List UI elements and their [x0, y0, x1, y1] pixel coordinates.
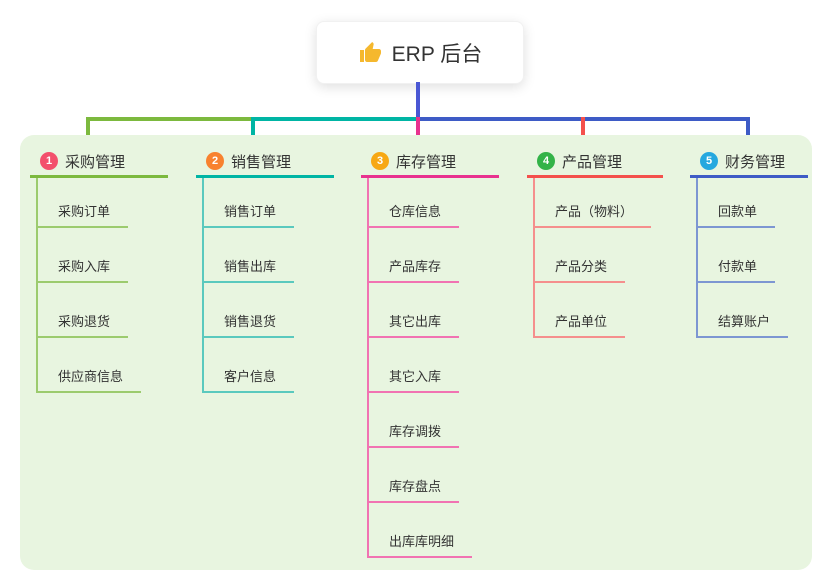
root-title: ERP 后台: [391, 42, 483, 66]
edge-drop-branch-5: [746, 117, 750, 148]
edge-branch-2: [251, 117, 419, 121]
child-label[interactable]: 销售订单: [202, 201, 295, 228]
edge-drop-branch-3: [416, 117, 420, 148]
branch-purchase: 1 采购管理 采购订单 采购入库 采购退货 供应商信息: [30, 147, 168, 393]
edge-branch-1: [86, 117, 253, 121]
root-node[interactable]: ERP 后台: [316, 21, 524, 84]
branch-inventory: 3 库存管理 仓库信息 产品库存 其它出库 其它入库 库存调拨 库存盘点 出库库…: [361, 147, 499, 558]
branch-sales: 2 销售管理 销售订单 销售出库 销售退货 客户信息: [196, 147, 334, 393]
branches-panel: [20, 135, 812, 570]
branch-finance: 5 财务管理 回款单 付款单 结算账户: [690, 147, 808, 338]
child-label[interactable]: 其它出库: [367, 311, 460, 338]
child-node: 产品分类: [527, 228, 663, 283]
child-node: 库存盘点: [361, 448, 499, 503]
child-node: 采购入库: [30, 228, 168, 283]
branch-node-product[interactable]: 4 产品管理: [527, 147, 663, 178]
branch-children: 产品（物料） 产品分类 产品单位: [527, 178, 663, 338]
branch-title: 产品管理: [562, 153, 623, 171]
child-node: 出库库明细: [361, 503, 499, 558]
child-node: 产品单位: [527, 283, 663, 338]
child-label[interactable]: 销售退货: [202, 311, 295, 338]
child-node: 其它出库: [361, 283, 499, 338]
child-label[interactable]: 采购订单: [36, 201, 129, 228]
child-label[interactable]: 回款单: [696, 201, 776, 228]
branch-number-badge: 3: [371, 152, 389, 170]
thumbs-up-icon: [358, 41, 382, 65]
branch-number-badge: 1: [40, 152, 58, 170]
child-label[interactable]: 仓库信息: [367, 201, 460, 228]
child-node: 供应商信息: [30, 338, 168, 393]
branch-node-finance[interactable]: 5 财务管理: [690, 147, 808, 178]
root-connector: [416, 82, 420, 118]
edge-drop-branch-4: [581, 117, 585, 148]
child-node: 销售出库: [196, 228, 334, 283]
branch-number-badge: 4: [537, 152, 555, 170]
child-label[interactable]: 结算账户: [696, 311, 789, 338]
child-node: 产品库存: [361, 228, 499, 283]
child-label[interactable]: 库存调拨: [367, 421, 460, 448]
branch-number-badge: 5: [700, 152, 718, 170]
child-label[interactable]: 产品分类: [533, 256, 626, 283]
edge-drop-branch-2: [251, 117, 255, 148]
branch-product: 4 产品管理 产品（物料） 产品分类 产品单位: [527, 147, 663, 338]
branch-node-sales[interactable]: 2 销售管理: [196, 147, 334, 178]
child-node: 仓库信息: [361, 178, 499, 228]
child-node: 销售订单: [196, 178, 334, 228]
branch-children: 回款单 付款单 结算账户: [690, 178, 808, 338]
branch-node-purchase[interactable]: 1 采购管理: [30, 147, 168, 178]
branch-children: 销售订单 销售出库 销售退货 客户信息: [196, 178, 334, 393]
child-label[interactable]: 供应商信息: [36, 366, 142, 393]
child-label[interactable]: 客户信息: [202, 366, 295, 393]
child-node: 客户信息: [196, 338, 334, 393]
child-node: 回款单: [690, 178, 808, 228]
edge-drop-branch-1: [86, 117, 90, 148]
child-label[interactable]: 采购入库: [36, 256, 129, 283]
branch-node-inventory[interactable]: 3 库存管理: [361, 147, 499, 178]
branch-children: 采购订单 采购入库 采购退货 供应商信息: [30, 178, 168, 393]
branch-title: 销售管理: [231, 153, 292, 171]
branch-title: 采购管理: [65, 153, 126, 171]
child-label[interactable]: 采购退货: [36, 311, 129, 338]
child-label[interactable]: 出库库明细: [367, 531, 473, 558]
child-label[interactable]: 产品（物料）: [533, 201, 652, 228]
child-node: 库存调拨: [361, 393, 499, 448]
child-node: 结算账户: [690, 283, 808, 338]
child-label[interactable]: 销售出库: [202, 256, 295, 283]
child-node: 产品（物料）: [527, 178, 663, 228]
child-label[interactable]: 产品单位: [533, 311, 626, 338]
child-node: 其它入库: [361, 338, 499, 393]
child-node: 销售退货: [196, 283, 334, 338]
child-label[interactable]: 库存盘点: [367, 476, 460, 503]
child-node: 付款单: [690, 228, 808, 283]
branch-title: 库存管理: [396, 153, 457, 171]
child-node: 采购退货: [30, 283, 168, 338]
child-label[interactable]: 产品库存: [367, 256, 460, 283]
branch-title: 财务管理: [725, 153, 786, 171]
branch-number-badge: 2: [206, 152, 224, 170]
child-node: 采购订单: [30, 178, 168, 228]
child-label[interactable]: 付款单: [696, 256, 776, 283]
branch-children: 仓库信息 产品库存 其它出库 其它入库 库存调拨 库存盘点 出库库明细: [361, 178, 499, 558]
child-label[interactable]: 其它入库: [367, 366, 460, 393]
